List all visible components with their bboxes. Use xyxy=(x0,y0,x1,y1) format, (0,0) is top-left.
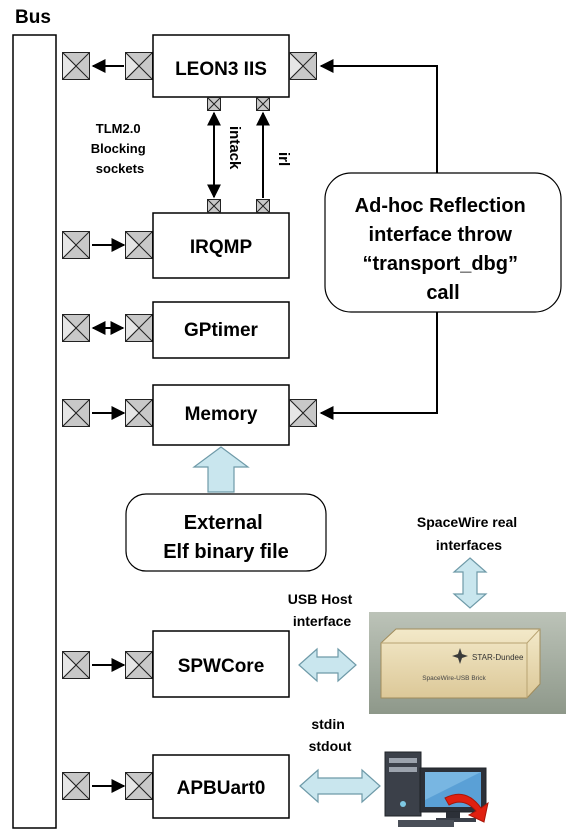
usb-arrow xyxy=(298,647,357,683)
reflection-callout xyxy=(324,172,562,313)
elf-load-arrow xyxy=(192,446,250,493)
memory-module xyxy=(152,384,290,446)
leon3-module xyxy=(152,34,290,98)
socket-gptimer-left xyxy=(125,314,153,342)
irqmp-intack-socket xyxy=(207,199,221,213)
elf-callout xyxy=(125,493,327,572)
bus-socket-irqmp xyxy=(62,231,90,259)
leon3-intack-socket xyxy=(207,97,221,111)
apbuart-label: APBUart0 xyxy=(177,778,266,799)
irqmp-irl-socket xyxy=(256,199,270,213)
socket-irqmp-left xyxy=(125,231,153,259)
stdio-label: stdin stdout xyxy=(309,716,352,754)
apbuart-module xyxy=(152,754,290,819)
spacewire-arrow xyxy=(452,557,488,609)
socket-memory-right xyxy=(289,399,317,427)
reflection-note: Ad-hoc Reflection interface throw “trans… xyxy=(355,195,532,304)
socket-leon3-left xyxy=(125,52,153,80)
undo-arrow-icon xyxy=(444,793,489,823)
bus-socket-leon3 xyxy=(62,52,90,80)
memory-label: Memory xyxy=(185,404,258,425)
socket-apbuart-left xyxy=(125,772,153,800)
irqmp-label: IRQMP xyxy=(190,237,253,258)
bus-socket-memory xyxy=(62,399,90,427)
bus-socket-gptimer xyxy=(62,314,90,342)
computer-icon xyxy=(384,751,487,827)
socket-type-label: TLM2.0 Blocking sockets xyxy=(91,121,150,176)
bus-bar xyxy=(12,34,57,829)
socket-leon3-right xyxy=(289,52,317,80)
gptimer-label: GPtimer xyxy=(184,320,259,341)
stdio-arrow xyxy=(299,768,381,804)
socket-memory-left xyxy=(125,399,153,427)
spacewire-label: SpaceWire real interfaces xyxy=(417,514,521,553)
irqmp-module xyxy=(152,212,290,279)
socket-spwcore-left xyxy=(125,651,153,679)
bus-label: Bus xyxy=(15,7,51,28)
usb-label: USB Host interface xyxy=(288,591,356,629)
spwcore-label: SPWCore xyxy=(178,656,265,677)
elf-note: External Elf binary file xyxy=(163,512,289,563)
bus-socket-spwcore xyxy=(62,651,90,679)
gptimer-module xyxy=(152,301,290,359)
reflection-path-to-memory xyxy=(319,312,438,420)
brick-model-label: SpaceWire-USB Brick xyxy=(422,675,486,682)
brick-brand-label: STAR-Dundee xyxy=(472,653,524,662)
spwcore-module xyxy=(152,630,290,698)
irl-label: irl xyxy=(275,152,292,166)
intack-label: intack xyxy=(226,126,243,170)
spacewire-brick-image: STAR-Dundee SpaceWire-USB Brick xyxy=(369,612,566,714)
leon3-label: LEON3 IIS xyxy=(175,59,267,80)
leon3-irl-socket xyxy=(256,97,270,111)
reflection-path-to-leon3 xyxy=(319,59,438,173)
bus-socket-apbuart xyxy=(62,772,90,800)
